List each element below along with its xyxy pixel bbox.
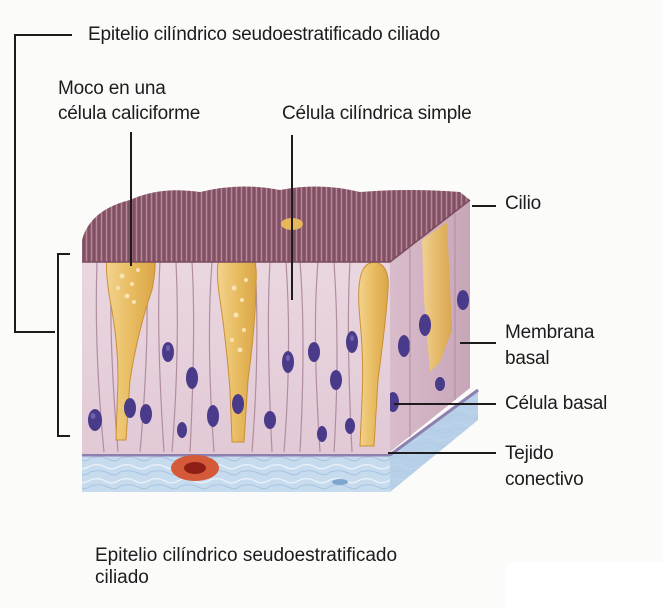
mucus-label-line2: célula caliciforme	[58, 103, 201, 124]
epithelium-side-face	[387, 200, 470, 452]
basal-cell-label: Célula basal	[505, 393, 608, 414]
connective-tissue	[82, 388, 479, 492]
blank-area	[505, 562, 663, 608]
caption-line2: ciliado	[95, 567, 149, 588]
connective-tissue-label-line1: Tejido	[505, 443, 554, 464]
basal-membrane-label-line1: Membrana	[505, 322, 595, 343]
figure-caption: Epitelio cilíndrico seudoestratificado c…	[95, 545, 397, 589]
simple-cell-label: Célula cilíndrica simple	[282, 103, 472, 124]
nuclei	[88, 331, 358, 442]
epithelium-front-face	[82, 241, 390, 454]
connective-tissue-label-line2: conectivo	[505, 469, 584, 490]
title-label: Epitelio cilíndrico seudoestratificado c…	[88, 24, 440, 45]
cilium-label: Cilio	[505, 193, 541, 214]
mucus-label-line1: Moco en una	[58, 78, 166, 99]
caption-line1: Epitelio cilíndrico seudoestratificado	[95, 545, 398, 566]
basal-membrane-label-line2: basal	[505, 348, 550, 369]
leader-lines	[14, 34, 496, 454]
